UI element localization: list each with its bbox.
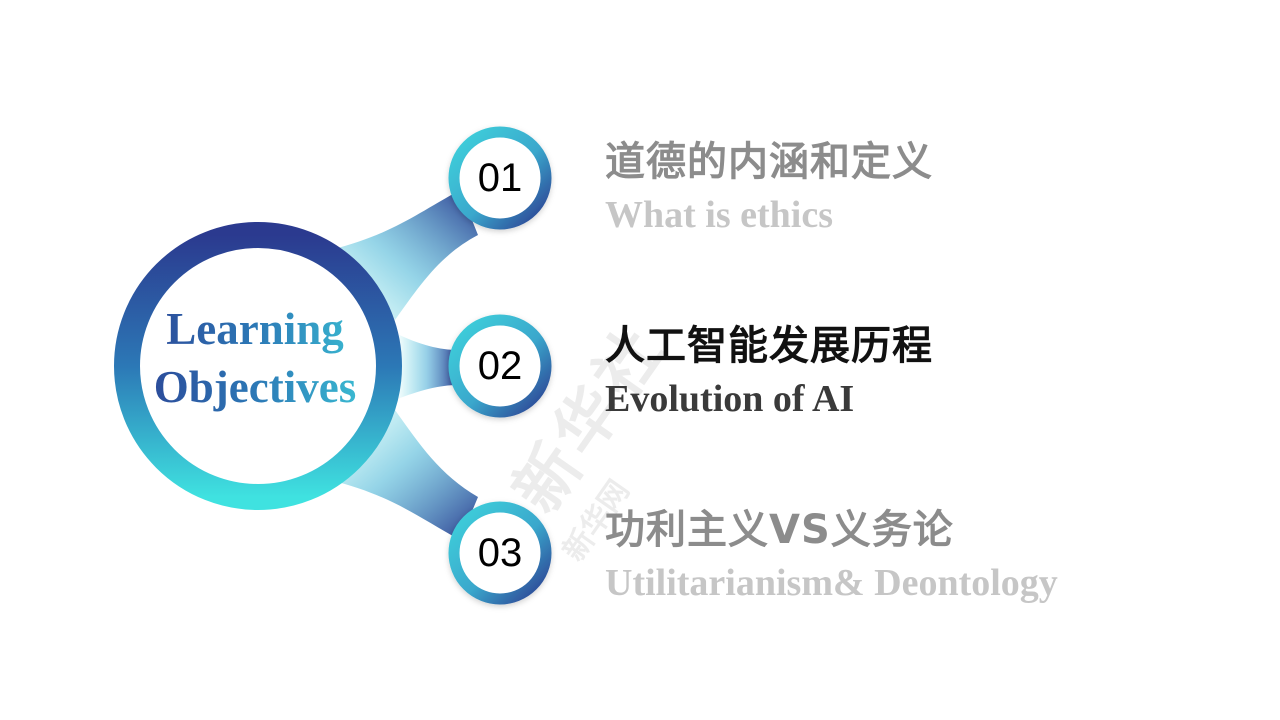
center-title: Learning Objectives: [110, 300, 400, 416]
connector-arm-01: [330, 190, 478, 320]
number-ring-01: [448, 126, 552, 230]
center-ring: [114, 222, 402, 510]
objective-title-en: Evolution of AI: [605, 378, 855, 420]
item-number-03: 03: [477, 531, 523, 575]
objective-item-03[interactable]: 功利主义VS义务论 Utilitarianism& Deontology: [605, 506, 1058, 606]
objective-title-zh: 人工智能发展历程: [605, 323, 933, 369]
objective-title-zh: 道德的内涵和定义: [605, 139, 933, 185]
number-ring-02: [448, 314, 552, 418]
objective-title-en: Utilitarianism& Deontology: [605, 562, 1058, 604]
objective-title-zh: 功利主义VS义务论: [605, 507, 954, 553]
center-title-line-1: Learning: [166, 304, 344, 354]
objective-item-01[interactable]: 道德的内涵和定义 What is ethics: [605, 138, 933, 238]
objective-item-02[interactable]: 人工智能发展历程 Evolution of AI: [605, 322, 933, 422]
connector-arm-02: [395, 333, 458, 400]
item-number-01: 01: [477, 156, 523, 200]
connector-arm-03: [330, 410, 478, 540]
item-number-02: 02: [477, 344, 523, 388]
objective-title-en: What is ethics: [605, 194, 833, 236]
center-title-line-2: Objectives: [153, 362, 357, 412]
number-ring-03: [448, 501, 552, 605]
